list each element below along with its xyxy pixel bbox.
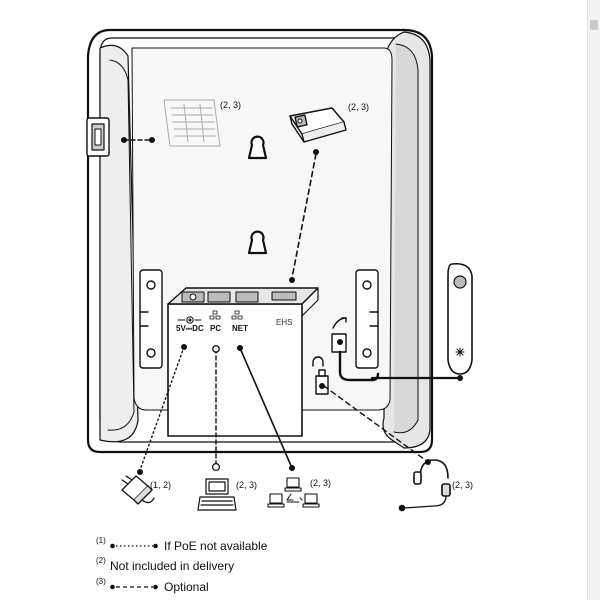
poe-injector-icon [289, 107, 347, 143]
legend-marker: (1) [96, 536, 106, 545]
ehs-port-label: EHS [276, 318, 292, 327]
computer-note: (2, 3) [236, 480, 257, 490]
vertical-scrollbar[interactable] [587, 0, 600, 600]
wall-mount-keyhole-bottom [247, 230, 268, 255]
solid-line-net [239, 347, 293, 469]
power-port-label: 5V⎓DC [176, 324, 204, 333]
poe-injector-note: (2, 3) [348, 102, 369, 112]
handset-icon [447, 262, 473, 375]
network-icon [267, 477, 320, 508]
connection-dots [121, 137, 463, 475]
legend-text: Optional [164, 580, 209, 594]
legend-text: Not included in delivery [110, 559, 235, 573]
network-note: (2, 3) [310, 478, 331, 488]
dashed-line-sample [110, 584, 158, 590]
headset-note: (2, 3) [452, 480, 473, 490]
power-adapter-icon [121, 475, 155, 505]
mount-bracket-right [355, 269, 379, 369]
usb-port [86, 117, 110, 157]
expansion-module-note: (2, 3) [220, 100, 241, 110]
keypad-module-icon [163, 99, 221, 147]
legend-item-not-included: (2) Not included in delivery [96, 556, 235, 575]
headset-icon [398, 459, 451, 512]
net-jack [235, 291, 259, 303]
computer-icon [197, 478, 237, 511]
legend-item-poe: (1) If PoE not available [96, 536, 268, 555]
dotted-line-power [139, 346, 185, 471]
legend-marker: (2) [96, 556, 106, 565]
dashed-line-headset [323, 385, 429, 463]
wall-mount-keyhole-top [247, 135, 268, 160]
dotted-line-sample [110, 543, 158, 549]
mount-bracket-left [139, 269, 163, 369]
legend-marker: (3) [96, 577, 106, 586]
connector-housing [167, 287, 319, 437]
legend-text: If PoE not available [164, 539, 268, 553]
power-supply-note: (1, 2) [150, 480, 171, 490]
net-port-label: NET [232, 324, 248, 333]
scrollbar-thumb[interactable] [590, 20, 598, 30]
legend-item-optional: (3) Optional [96, 577, 209, 596]
dashed-line-poe [291, 153, 317, 279]
ehs-jack [271, 291, 297, 301]
pc-port-label: PC [210, 324, 221, 333]
pc-jack [207, 291, 231, 303]
